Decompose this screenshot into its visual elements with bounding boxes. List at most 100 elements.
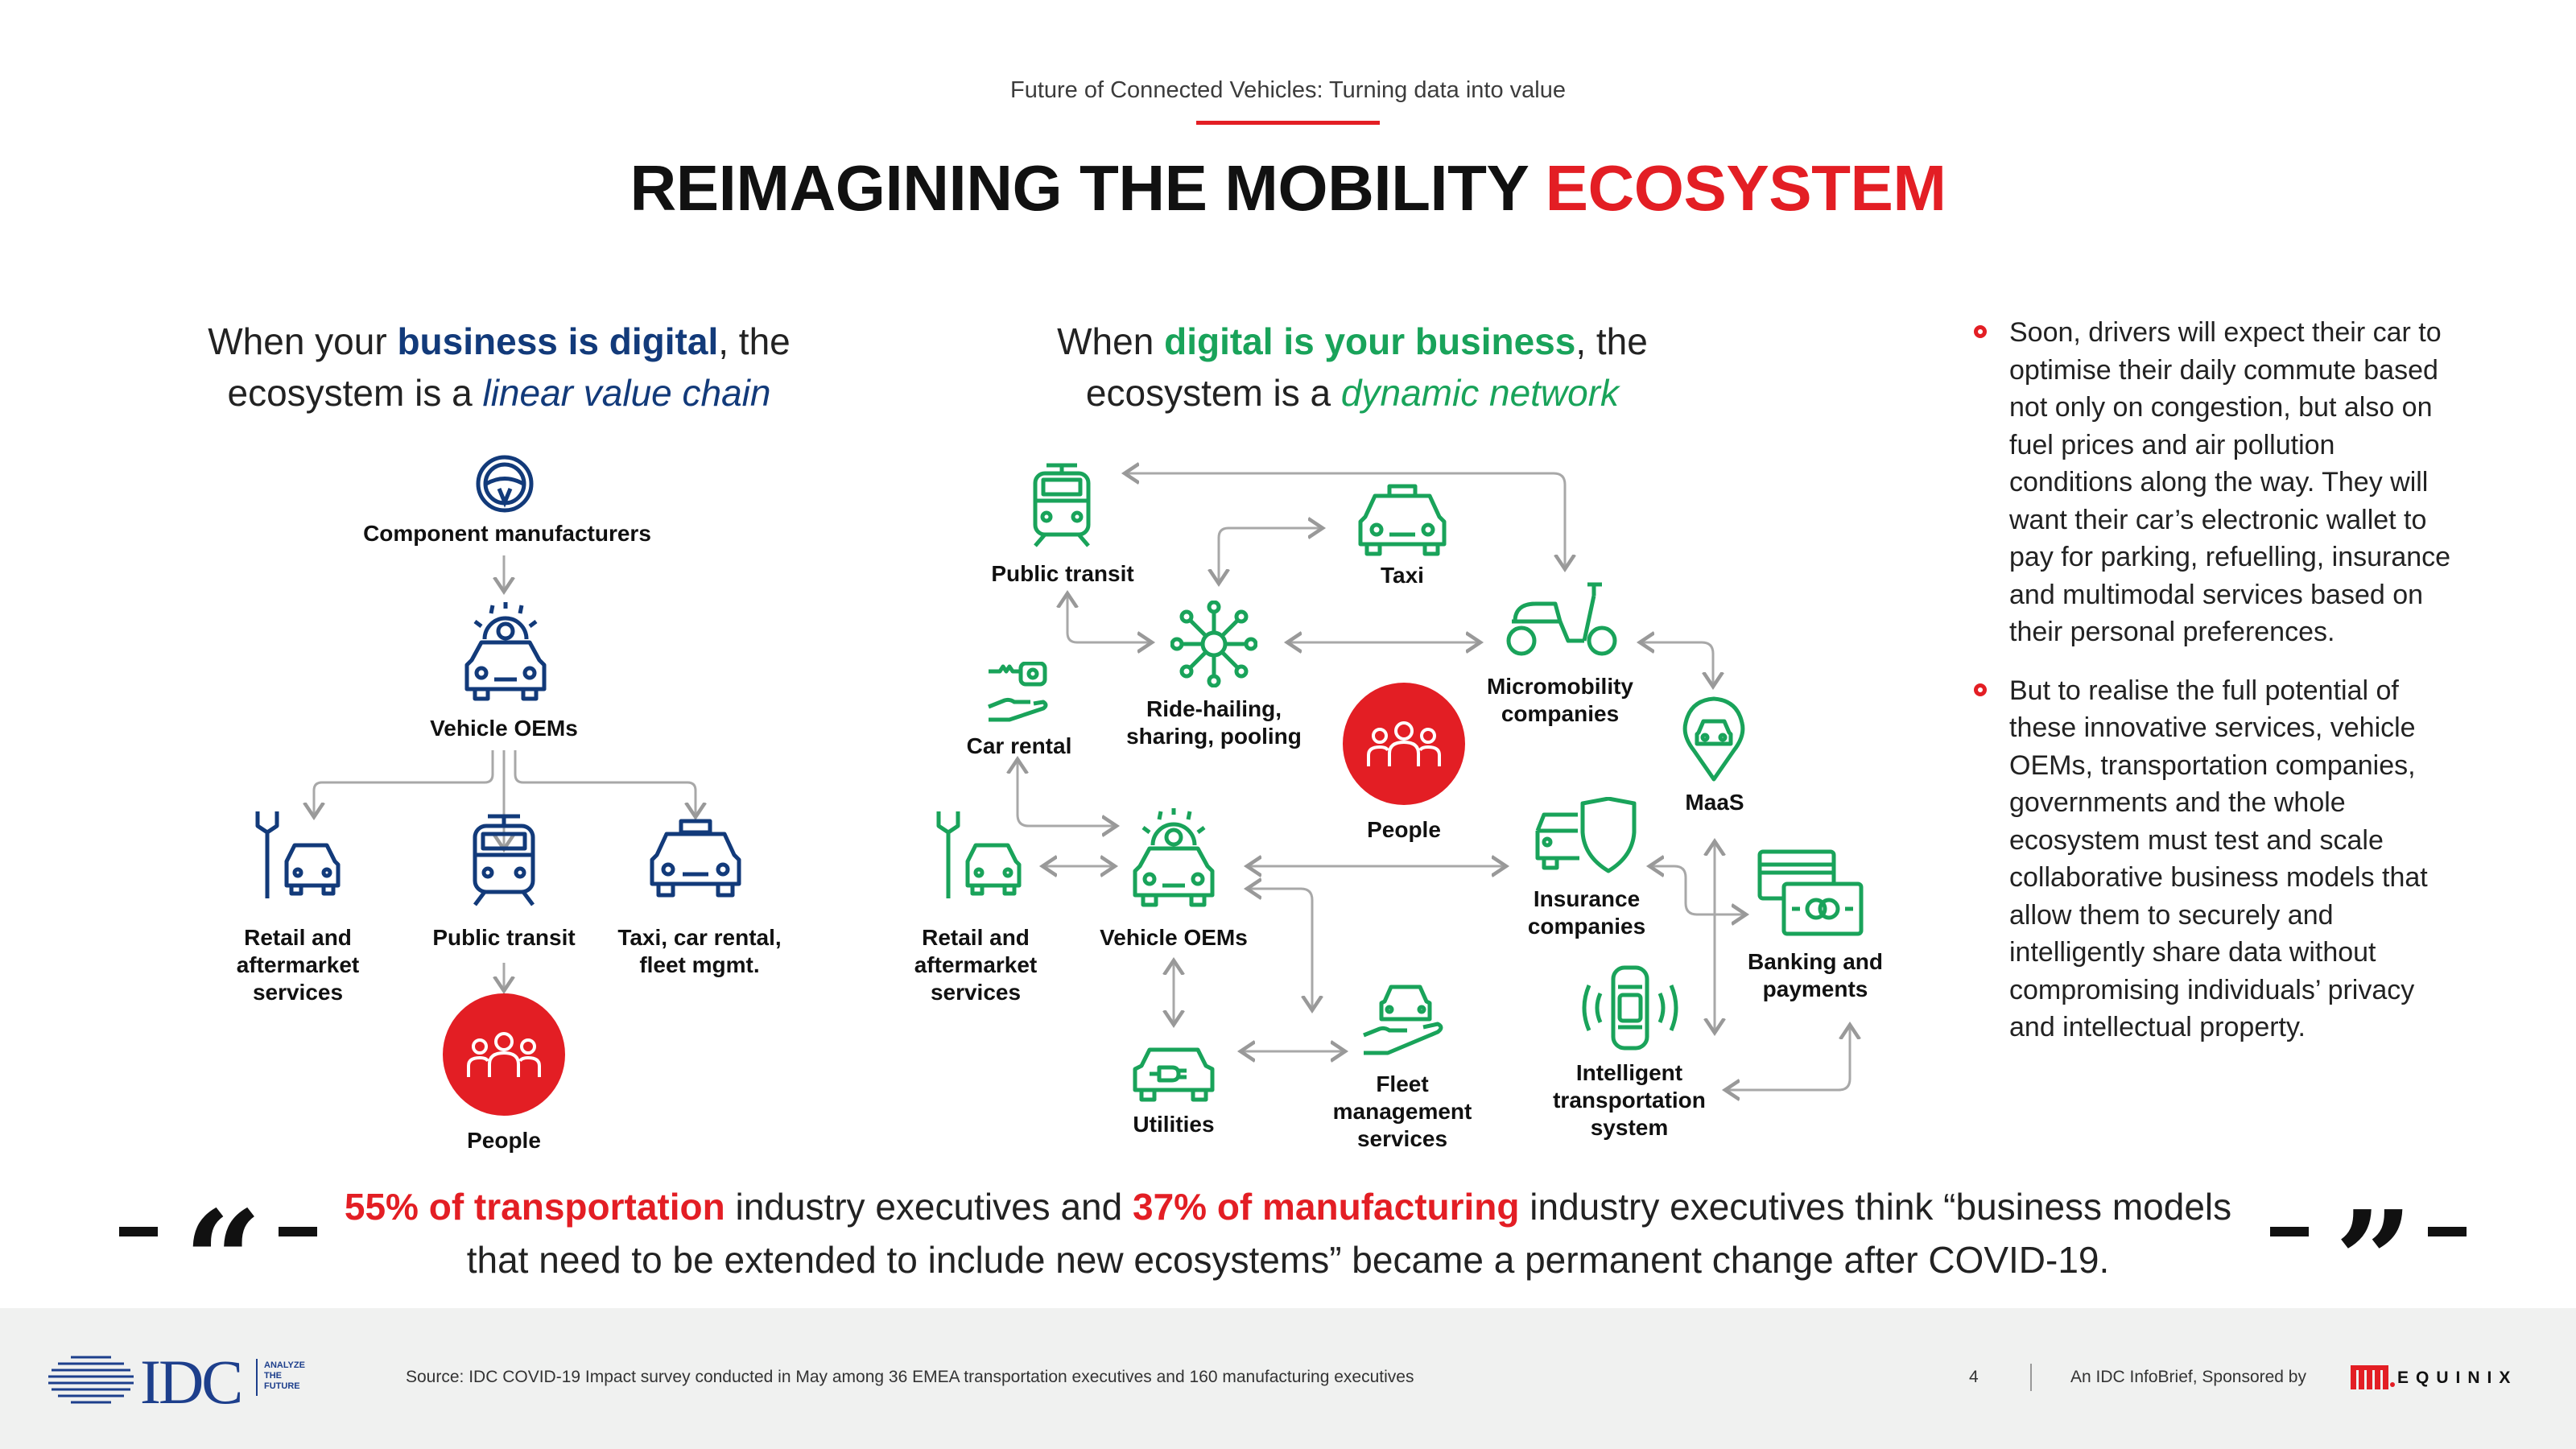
- mid-retail-line1: Retail and: [922, 925, 1030, 950]
- left-node-taxi: Taxi, car rental, fleet mgmt.: [591, 924, 808, 979]
- mid-retail-line3: services: [930, 980, 1022, 1005]
- mid-node-ride-hailing: Ride-hailing, sharing, pooling: [1109, 696, 1319, 750]
- left-node-people: People: [467, 1128, 541, 1153]
- equinix-logo-text: EQUINIX: [2397, 1368, 2518, 1387]
- car-key-icon: [988, 662, 1048, 722]
- left-retail-line2: aftermarket: [236, 952, 360, 977]
- left-heading-line2: ecosystem is a: [227, 372, 483, 414]
- shield-car-icon: [1535, 797, 1637, 873]
- open-quote-mark: “: [184, 1181, 262, 1342]
- quote-text-1: industry executives and: [724, 1186, 1133, 1228]
- mid-node-public-transit: Public transit: [991, 561, 1134, 586]
- footer-bar: [0, 1308, 2576, 1449]
- left-column-heading: When your business is digital, the ecosy…: [153, 316, 845, 419]
- page-title: REIMAGINING THE MOBILITY ECOSYSTEM: [0, 151, 2576, 225]
- left-heading-post: , the: [718, 320, 791, 362]
- mid-node-its: Intelligent transportation system: [1539, 1059, 1719, 1141]
- quote-dash: [119, 1227, 158, 1236]
- insurance-line2: companies: [1527, 914, 1646, 939]
- middle-heading-italic: dynamic network: [1340, 372, 1620, 414]
- plug-car-icon: [1133, 1047, 1215, 1102]
- mid-node-maas: MaaS: [1685, 790, 1744, 815]
- car-gear-icon: [1133, 808, 1215, 907]
- micro-line1: Micromobility: [1486, 674, 1633, 699]
- fleet-line1: Fleet: [1376, 1071, 1429, 1096]
- its-line1: Intelligent: [1575, 1060, 1683, 1085]
- middle-heading-bold: digital is your business: [1164, 320, 1576, 362]
- left-heading-italic: linear value chain: [482, 372, 771, 414]
- hand-car-icon: [1363, 985, 1443, 1055]
- car-gear-icon: [464, 602, 547, 701]
- network-hub-icon: [1170, 601, 1257, 687]
- mid-node-car-rental: Car rental: [966, 733, 1072, 758]
- left-taxi-line1: Taxi, car rental,: [617, 925, 782, 950]
- middle-heading-post: , the: [1575, 320, 1648, 362]
- car-signal-icon: [1582, 965, 1678, 1051]
- footer-sponsor-text: An IDC InfoBrief, Sponsored by: [2070, 1368, 2306, 1386]
- equinix-logo-icon: [2351, 1365, 2395, 1389]
- fleet-line3: services: [1356, 1126, 1448, 1151]
- close-quote-mark: ”: [2334, 1181, 2413, 1342]
- page-kicker: Future of Connected Vehicles: Turning da…: [1010, 77, 1566, 103]
- left-node-public-transit: Public transit: [432, 925, 576, 950]
- middle-column-heading: When digital is your business, the ecosy…: [990, 316, 1715, 419]
- pull-quote: 55% of transportation industry executive…: [338, 1180, 2238, 1286]
- bullet-ring-icon: [1974, 683, 1987, 696]
- bullet-ring-icon: [1974, 325, 1987, 338]
- mid-node-micromobility: Micromobility companies: [1472, 673, 1649, 728]
- mid-node-vehicle-oems: Vehicle OEMs: [1100, 925, 1248, 950]
- idc-logo-divider: [256, 1359, 258, 1396]
- insight-bullet: Soon, drivers will expect their car to o…: [1971, 314, 2454, 651]
- footer-separator: [2030, 1364, 2032, 1391]
- its-line2: transportation: [1553, 1088, 1706, 1113]
- idc-logo-text: IDC: [140, 1347, 243, 1417]
- mid-node-people: People: [1367, 817, 1441, 842]
- kicker-underline: [1196, 121, 1380, 125]
- tram-icon: [1033, 463, 1091, 547]
- insight-text: But to realise the full potential of the…: [2009, 675, 2428, 1043]
- left-heading-bold: business is digital: [397, 320, 719, 362]
- scooter-icon: [1506, 582, 1617, 656]
- wrench-car-icon: [255, 811, 341, 898]
- quote-dash: [2270, 1227, 2309, 1236]
- footer-source: Source: IDC COVID-19 Impact survey condu…: [406, 1368, 1414, 1386]
- taxi-icon: [1358, 484, 1447, 556]
- insurance-line1: Insurance: [1533, 886, 1641, 911]
- mid-node-banking: Banking and payments: [1723, 948, 1908, 1003]
- title-main: REIMAGINING THE MOBILITY: [630, 152, 1546, 224]
- title-accent: ECOSYSTEM: [1545, 152, 1946, 224]
- insight-bullet-list: Soon, drivers will expect their car to o…: [1971, 314, 2454, 1067]
- quote-highlight-manufacturing: 37% of manufacturing: [1132, 1186, 1520, 1228]
- quote-dash: [279, 1227, 317, 1236]
- wrench-car-icon: [936, 811, 1022, 898]
- payment-card-icon: [1757, 849, 1864, 936]
- banking-line1: Banking and: [1747, 949, 1883, 974]
- ride-line2: sharing, pooling: [1126, 724, 1302, 749]
- idc-globe-icon: [48, 1356, 134, 1404]
- mid-node-utilities: Utilities: [1133, 1112, 1215, 1137]
- banking-line2: payments: [1762, 976, 1868, 1001]
- mid-node-retail: Retail and aftermarket services: [879, 924, 1072, 1006]
- mid-node-fleet: Fleet management services: [1307, 1071, 1497, 1153]
- people-icon: [1367, 721, 1441, 766]
- tram-icon: [473, 814, 535, 906]
- left-node-component-manufacturers: Component manufacturers: [363, 521, 651, 546]
- quote-text-2: industry executives think “business mode…: [466, 1186, 2232, 1281]
- people-icon: [467, 1032, 541, 1077]
- idc-logo-tagline: ANALYZE THE FUTURE: [264, 1360, 305, 1392]
- mid-node-insurance: Insurance companies: [1502, 886, 1671, 940]
- idc-tagline-2: THE: [264, 1371, 282, 1381]
- micro-line2: companies: [1501, 701, 1620, 726]
- left-retail-line3: services: [252, 980, 344, 1005]
- left-retail-line1: Retail and: [244, 925, 352, 950]
- steering-wheel-icon: [476, 455, 534, 513]
- left-node-vehicle-oems: Vehicle OEMs: [430, 716, 578, 741]
- insight-text: Soon, drivers will expect their car to o…: [2009, 317, 2451, 647]
- mid-retail-line2: aftermarket: [914, 952, 1038, 977]
- quote-highlight-transport: 55% of transportation: [344, 1186, 725, 1228]
- middle-heading-pre: When: [1057, 320, 1165, 362]
- idc-tagline-1: ANALYZE: [264, 1360, 305, 1370]
- quote-dash: [2428, 1227, 2467, 1236]
- page-number: 4: [1969, 1368, 1979, 1386]
